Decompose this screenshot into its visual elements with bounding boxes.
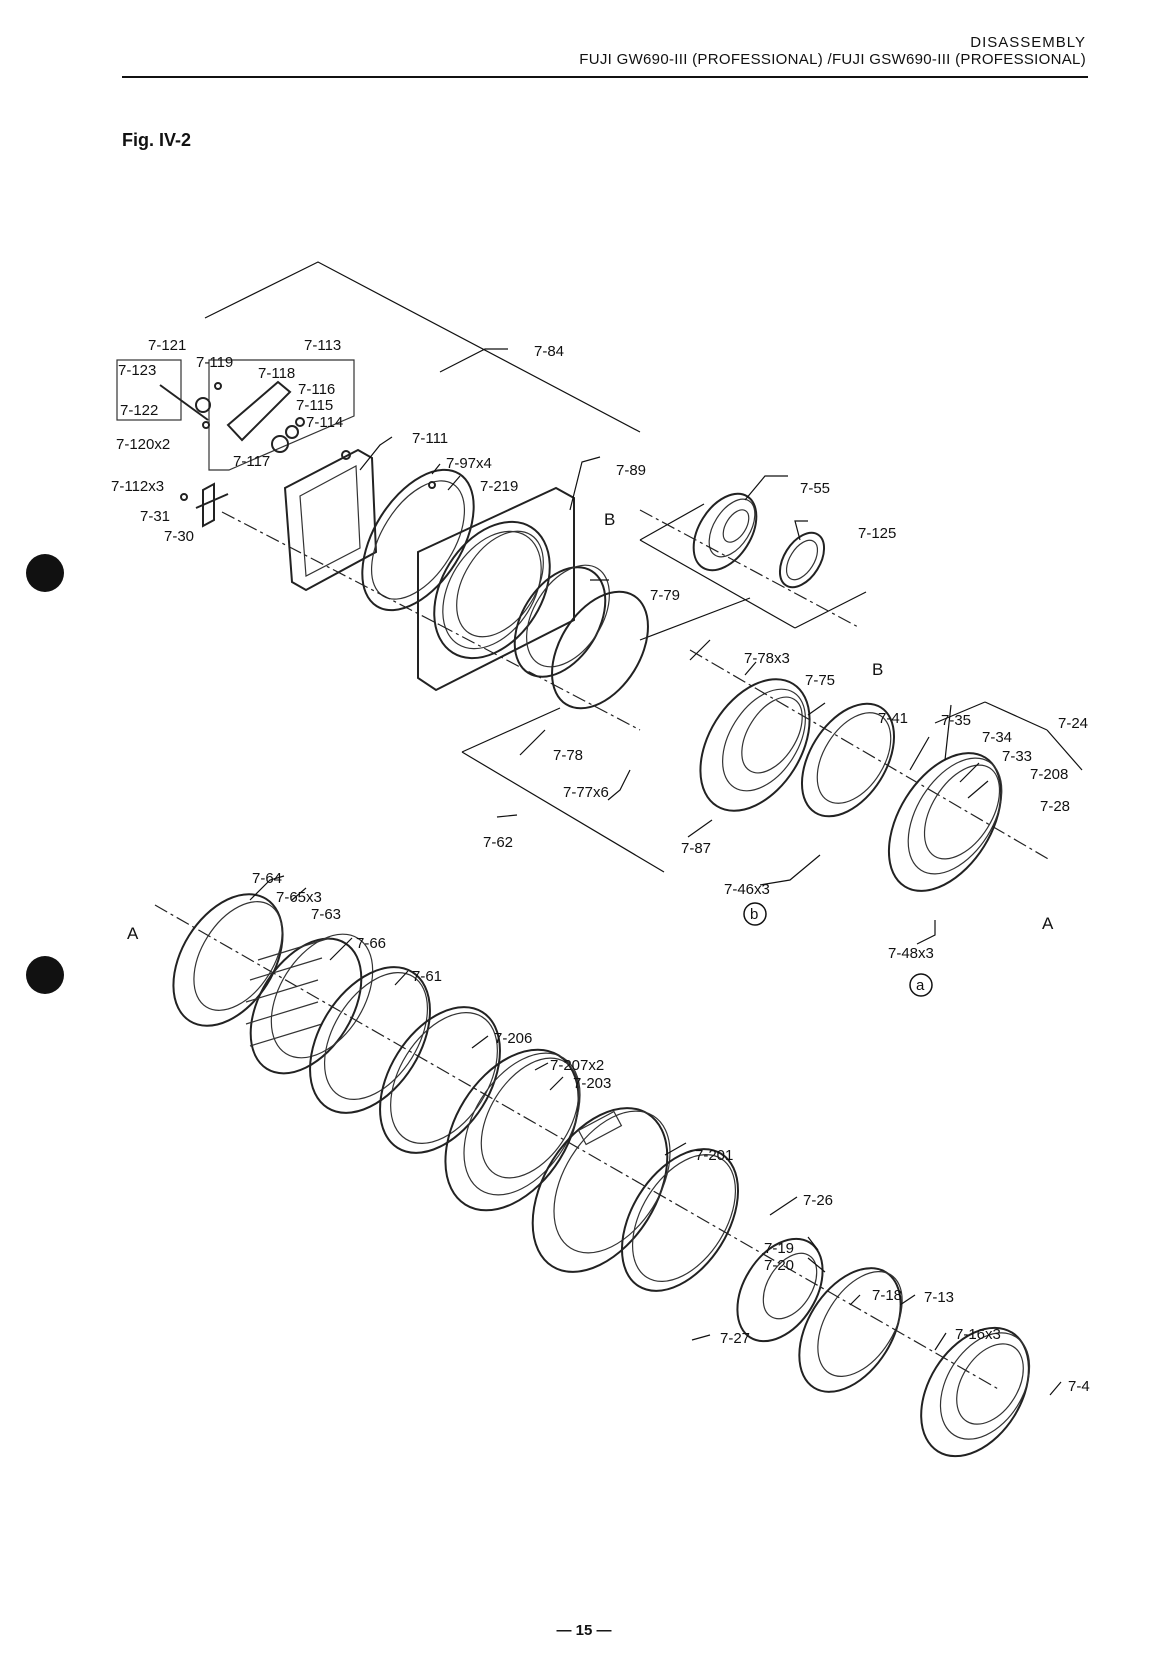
label-7-203: 7-203 <box>573 1075 611 1092</box>
label-7-208: 7-208 <box>1030 766 1068 783</box>
label-7-122: 7-122 <box>120 402 158 419</box>
model-header: FUJI GW690-III (PROFESSIONAL) /FUJI GSW6… <box>579 51 1086 68</box>
label-7-30: 7-30 <box>164 528 194 545</box>
label-7-111: 7-111 <box>412 430 448 447</box>
page-number: — 15 — <box>556 1622 612 1639</box>
label-7-34: 7-34 <box>982 729 1012 746</box>
part-7-4-front-lens <box>920 1326 1031 1458</box>
label-7-55: 7-55 <box>800 480 830 497</box>
small-parts-box <box>116 359 355 471</box>
part-7-111-plate <box>283 448 378 592</box>
axis-lines <box>154 509 1051 1391</box>
part-7-206-ring <box>379 1006 501 1154</box>
label-7-78: 7-78 <box>553 747 583 764</box>
header-rule <box>122 76 1088 78</box>
part-7-79-helicoid <box>513 564 649 710</box>
label-7-48: 7-48x3 <box>888 945 934 962</box>
binder-hole-upper <box>26 554 64 592</box>
part-7-203-barrel <box>444 1048 581 1212</box>
part-7-28-ring <box>887 752 1003 892</box>
label-7-33: 7-33 <box>1002 748 1032 765</box>
label-7-41: 7-41 <box>878 710 908 727</box>
label-A-right: A <box>1042 914 1054 933</box>
binder-hole-lower <box>26 956 64 994</box>
label-7-113: 7-113 <box>304 337 341 354</box>
label-7-78x3: 7-78x3 <box>744 650 790 667</box>
part-7-75-helicoid <box>699 678 811 812</box>
label-circle-b: b <box>750 906 758 923</box>
label-7-62: 7-62 <box>483 834 513 851</box>
part-7-31 <box>180 482 229 528</box>
label-7-16: 7-16x3 <box>955 1326 1001 1343</box>
part-7-41 <box>800 702 896 818</box>
label-7-84: 7-84 <box>534 343 564 360</box>
group-bracket-7-55 <box>639 503 867 629</box>
label-7-63: 7-63 <box>311 906 341 923</box>
label-7-201: 7-201 <box>695 1147 733 1164</box>
label-7-117: 7-117 <box>233 453 270 470</box>
part-7-61-ring <box>309 966 431 1114</box>
part-7-13-ring <box>798 1267 903 1393</box>
label-A-left: A <box>127 924 139 943</box>
part-7-66-grip-ring <box>245 933 374 1075</box>
label-B-lower: B <box>872 660 883 679</box>
label-B-upper: B <box>604 510 615 529</box>
label-7-75: 7-75 <box>805 672 835 689</box>
label-7-207: 7-207x2 <box>550 1057 604 1074</box>
label-7-28: 7-28 <box>1040 798 1070 815</box>
part-7-89-mount <box>417 486 575 692</box>
label-7-89: 7-89 <box>616 462 646 479</box>
leader-lines <box>249 348 1062 1396</box>
label-7-26: 7-26 <box>803 1192 833 1209</box>
label-7-61: 7-61 <box>412 968 442 985</box>
label-7-121: 7-121 <box>148 337 186 354</box>
figure-title: Fig. IV-2 <box>122 130 192 150</box>
label-7-18: 7-18 <box>872 1287 902 1304</box>
section-header: DISASSEMBLY <box>970 34 1086 51</box>
label-7-123: 7-123 <box>118 362 156 379</box>
label-7-19: 7-19 <box>764 1240 794 1257</box>
part-labels: 7-121 7-123 7-122 7-119 7-113 7-118 7-11… <box>111 337 1090 1395</box>
label-7-31: 7-31 <box>140 508 170 525</box>
label-7-27: 7-27 <box>720 1330 750 1347</box>
group-bracket-7-62 <box>461 597 751 873</box>
label-7-97: 7-97x4 <box>446 455 492 472</box>
part-7-201-barrel <box>531 1107 671 1273</box>
label-7-4: 7-4 <box>1068 1378 1090 1395</box>
label-7-206: 7-206 <box>494 1030 532 1047</box>
label-circle-a: a <box>916 977 925 994</box>
label-7-79: 7-79 <box>650 587 680 604</box>
label-7-65: 7-65x3 <box>276 889 322 906</box>
label-7-24: 7-24 <box>1058 715 1088 732</box>
label-7-115: 7-115 <box>296 397 333 414</box>
callout-circle-b <box>743 902 767 926</box>
label-7-20: 7-20 <box>764 1257 794 1274</box>
label-7-118: 7-118 <box>258 365 295 382</box>
label-7-119: 7-119 <box>196 354 233 371</box>
label-7-13: 7-13 <box>924 1289 954 1306</box>
label-7-46: 7-46x3 <box>724 881 770 898</box>
callout-circle-a <box>909 973 933 997</box>
label-7-219: 7-219 <box>480 478 518 495</box>
group-bracket-7-24 <box>934 701 1083 771</box>
label-7-35: 7-35 <box>941 712 971 729</box>
part-7-26-ring <box>620 1148 740 1292</box>
group-bracket-7-84 <box>204 261 641 433</box>
label-7-114: 7-114 <box>306 414 343 431</box>
label-7-64: 7-64 <box>252 870 282 887</box>
label-7-120: 7-120x2 <box>116 436 170 453</box>
label-7-66: 7-66 <box>356 935 386 952</box>
label-7-87: 7-87 <box>681 840 711 857</box>
part-7-18 <box>736 1237 824 1343</box>
label-7-116: 7-116 <box>298 381 335 398</box>
part-7-125-ring <box>778 531 826 589</box>
label-7-77: 7-77x6 <box>563 784 609 801</box>
label-7-112: 7-112x3 <box>111 478 164 495</box>
label-7-125: 7-125 <box>858 525 896 542</box>
part-7-55-element <box>692 492 758 572</box>
part-7-63-ring <box>172 893 284 1027</box>
